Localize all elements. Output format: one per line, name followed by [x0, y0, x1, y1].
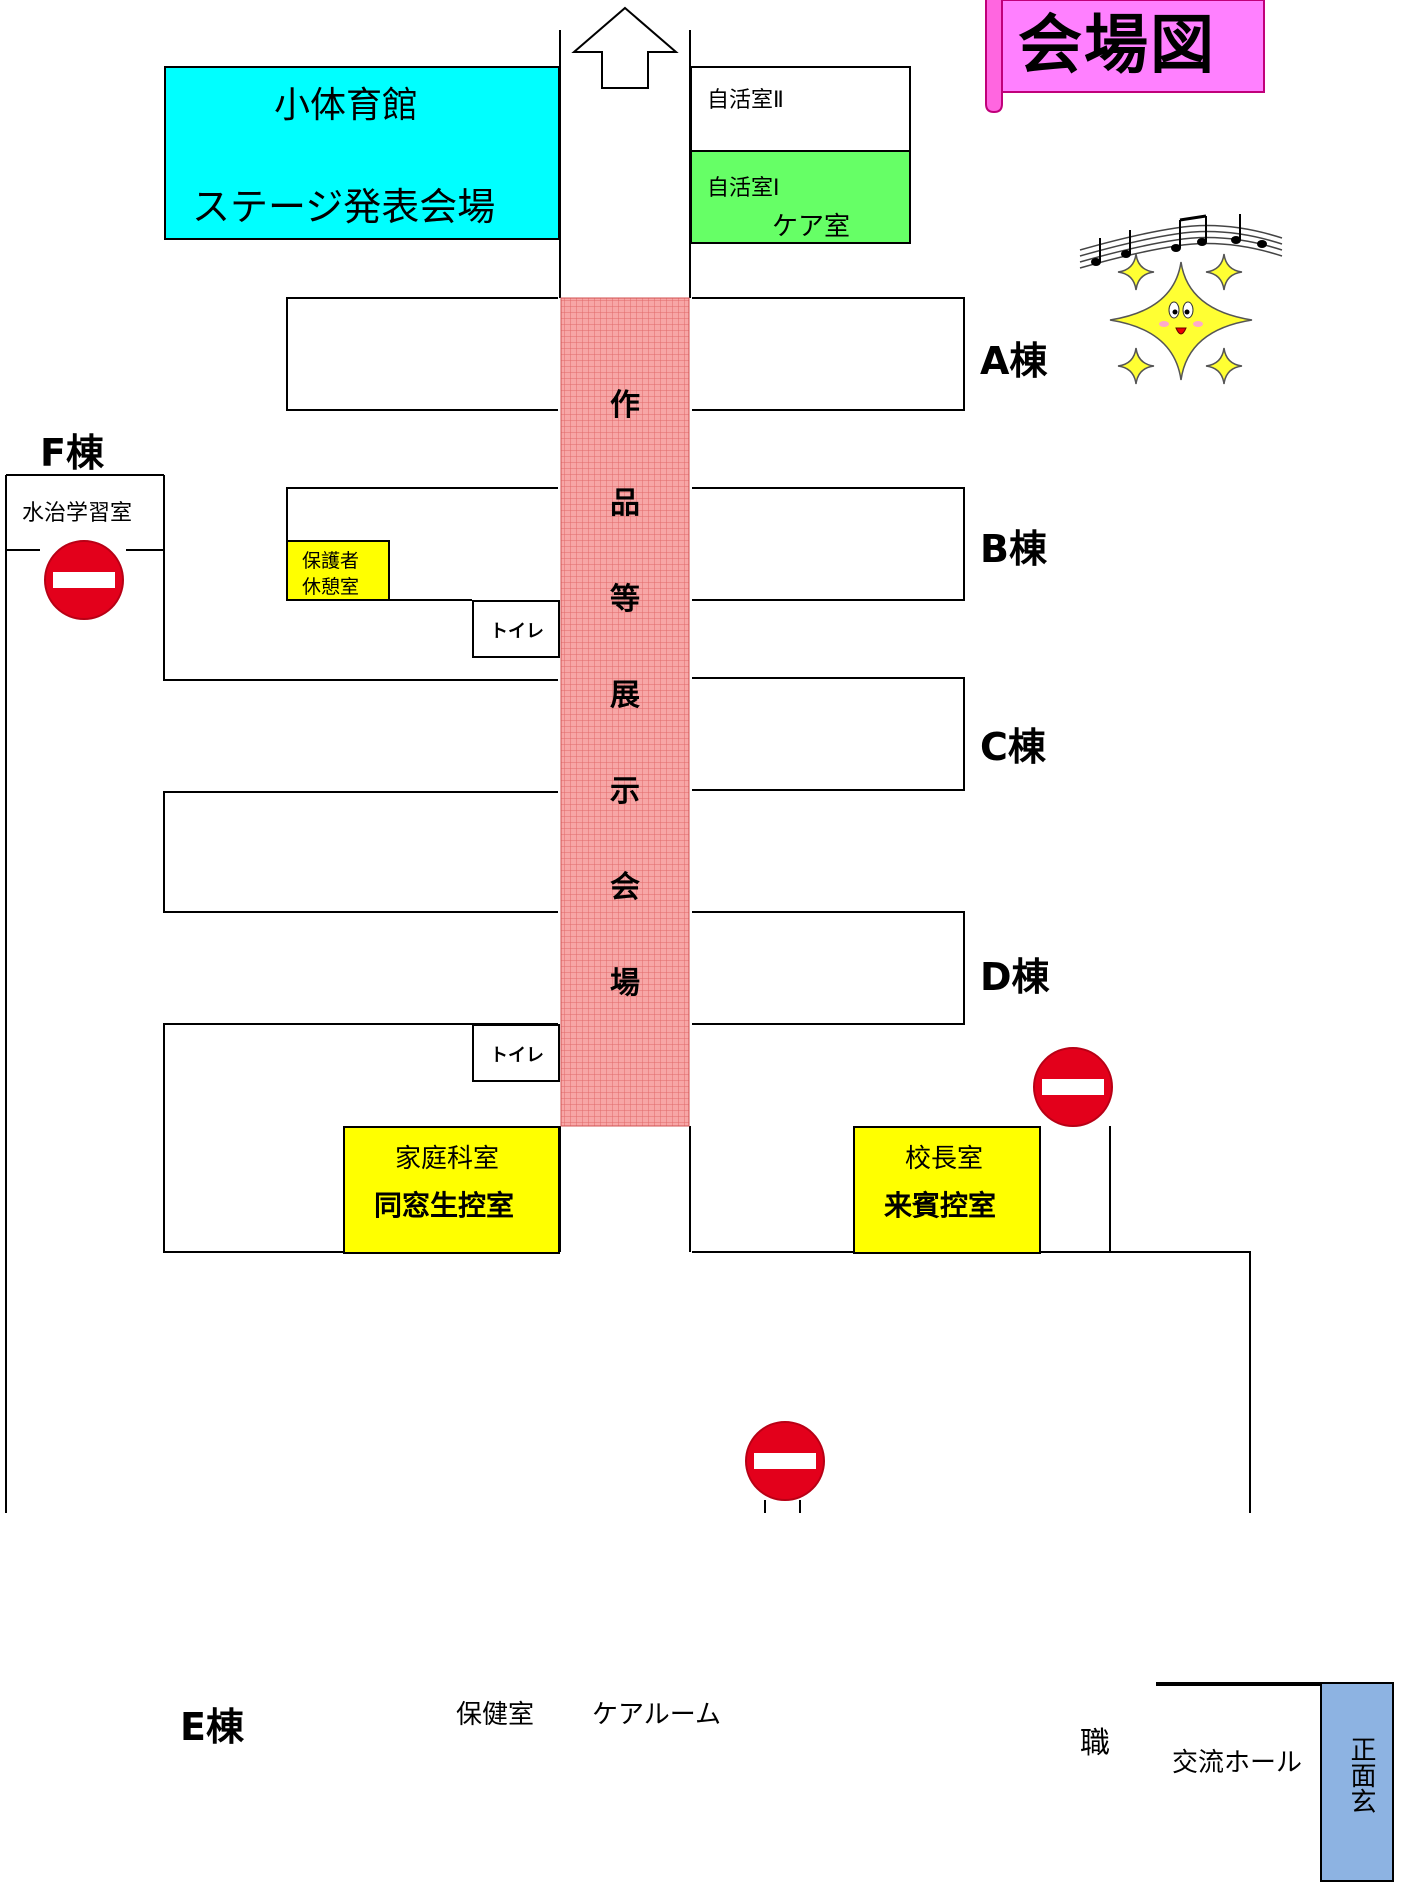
parents-rest-room: [286, 540, 390, 601]
stage-venue-label: ステージ発表会場: [192, 185, 496, 229]
no-entry-icon: [44, 540, 124, 620]
guest-room-label: 来賓控室: [884, 1189, 997, 1222]
self-room-1: [690, 150, 911, 244]
self-room-1-label: 自活室Ⅰ: [707, 176, 780, 201]
music-notes-icon: [1091, 214, 1267, 266]
sparkle-mascot-icon: [1079, 214, 1283, 385]
exhibit-char-4: 展: [610, 678, 640, 713]
page-title: 会場図: [1018, 9, 1216, 83]
care-hall-label: ケアルーム: [592, 1700, 721, 1730]
wing-b-label: B棟: [980, 527, 1047, 571]
title-banner: [985, 0, 1265, 114]
aqua-room-label: 水治学習室: [22, 501, 133, 526]
health-room-label: 保健室: [456, 1700, 535, 1730]
principal-room: [853, 1126, 1041, 1254]
self-room-2-label: 自活室Ⅱ: [707, 88, 784, 113]
exchange-hall-label: 交流ホール: [1172, 1748, 1303, 1778]
exhibit-char-6: 会: [610, 870, 640, 905]
entrance-label: 正面玄: [1346, 1736, 1376, 1814]
gym-name: 小体育館: [274, 85, 419, 126]
wing-d-label: D棟: [980, 955, 1050, 999]
home-ec-label: 家庭科室: [395, 1144, 500, 1174]
staff-room-label: 職: [1080, 1726, 1110, 1761]
exhibit-char-5: 示: [610, 774, 640, 809]
exhibit-char-3: 等: [610, 582, 640, 617]
floor-plan-walls: [5, 30, 1251, 1513]
parents-rest-label-1: 保護者: [302, 550, 360, 572]
gym-room: [164, 66, 560, 240]
wing-c-label: C棟: [980, 725, 1046, 769]
care-room-label: ケア室: [772, 212, 851, 242]
exhibit-char-7: 場: [610, 966, 640, 1001]
toilet-lower-label: トイレ: [490, 1045, 544, 1066]
toilet-upper-label: トイレ: [490, 621, 544, 642]
exhibit-char-2: 品: [610, 486, 640, 521]
wing-f-label: F棟: [40, 431, 104, 475]
wing-a-label: A棟: [980, 339, 1048, 383]
toilet-lower: [472, 1024, 560, 1082]
alumni-room-label: 同窓生控室: [374, 1189, 515, 1222]
wing-e-label: E棟: [180, 1705, 244, 1749]
toilet-upper: [472, 600, 560, 658]
home-ec-room: [343, 1126, 560, 1254]
no-entry-icon: [1033, 1047, 1113, 1127]
no-entry-icon: [745, 1421, 825, 1501]
exhibit-char-1: 作: [610, 388, 640, 423]
principal-label: 校長室: [905, 1144, 984, 1174]
up-arrow-icon: [571, 6, 679, 89]
parents-rest-label-2: 休憩室: [302, 576, 360, 598]
exchange-hall: [1156, 1682, 1322, 1686]
exhibit-corridor: [560, 297, 690, 1127]
